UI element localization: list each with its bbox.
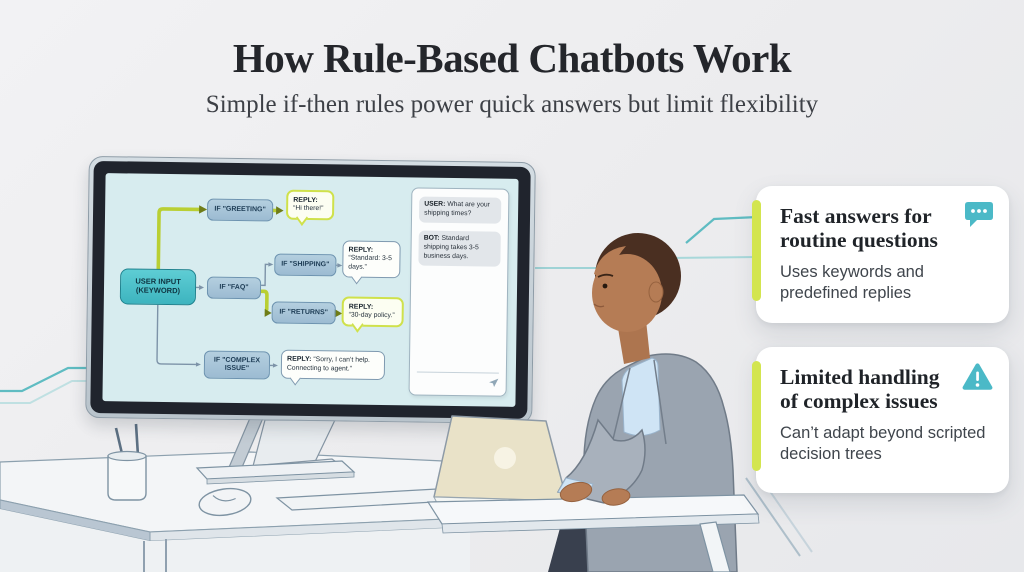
card-title: Limited handling of complex issues — [780, 365, 940, 414]
header: How Rule-Based Chatbots Work Simple if-t… — [0, 34, 1024, 119]
card-body: Can’t adapt beyond scripted decision tre… — [780, 423, 986, 463]
flow-node-if-shipping: IF "SHIPPING" — [274, 253, 337, 277]
page-subtitle: Simple if-then rules power quick answers… — [205, 91, 819, 118]
desk-leg — [699, 521, 731, 572]
reply-text: “30-day policy.” — [348, 311, 395, 320]
cuff — [557, 477, 594, 500]
reply-label: REPLY: — [286, 355, 312, 364]
chair — [599, 524, 727, 572]
hand-left — [559, 481, 593, 503]
sleeve — [556, 418, 646, 504]
reply-bubble-complex: REPLY: “Sorry, I can’t help. Connecting … — [280, 349, 386, 380]
card-fast-answers: Fast answers for routine questions Uses … — [752, 186, 1009, 323]
flow-connectors — [156, 205, 343, 368]
flow-node-if-greeting: IF "GREETING" — [206, 198, 274, 222]
face — [592, 254, 662, 332]
neck — [618, 320, 650, 364]
card-body: Uses keywords and predefined replies — [780, 262, 924, 302]
shirt — [621, 357, 661, 436]
flow-node-if-complex-issue: IF "COMPLEX ISSUE" — [203, 350, 271, 380]
chat-message-bot: BOT: Standard shipping takes 3-5 busines… — [418, 230, 501, 267]
hand-right — [601, 488, 631, 506]
chat-message-user: USER: What are your shipping times? — [418, 196, 502, 224]
page-title: How Rule-Based Chatbots Work — [232, 35, 792, 81]
trousers — [548, 513, 690, 572]
laptop-logo-icon — [494, 447, 516, 469]
hair — [595, 233, 681, 319]
chat-input[interactable] — [416, 371, 499, 391]
keyboard — [195, 460, 356, 480]
ear-icon — [648, 281, 664, 303]
chat-bot-label: BOT: — [423, 234, 440, 242]
circuit-line-left-2 — [0, 380, 92, 404]
circuit-line-right-2 — [667, 256, 759, 259]
card-limited-handling: Limited handling of complex issues Can’t… — [752, 347, 1009, 493]
keyboard-edge — [206, 471, 355, 485]
desk-pad — [275, 487, 472, 511]
chat-panel: USER: What are your shipping times? BOT:… — [408, 187, 510, 397]
reply-label: REPLY: — [293, 196, 318, 205]
card-title: Fast answers for routine questions — [780, 204, 938, 253]
flow-node-if-faq: IF "FAQ" — [206, 276, 262, 300]
person — [548, 233, 738, 572]
chat-bubble-icon — [964, 201, 994, 229]
flow-node-if-returns: IF "RETURNS" — [271, 301, 336, 325]
laptop-lid — [433, 415, 568, 502]
warning-icon — [961, 362, 994, 391]
lapels — [609, 359, 667, 453]
laptop-deck — [433, 496, 641, 512]
circuit-line-right-1 — [685, 215, 759, 244]
mouse — [198, 487, 252, 517]
circuit-line-left-1 — [0, 366, 92, 393]
chat-user-label: USER: — [424, 200, 446, 208]
monitor-screen: USER INPUT (KEYWORD) IF "GREETING" IF "F… — [102, 173, 519, 407]
arm-and-hands — [556, 418, 646, 506]
reply-bubble-greeting: REPLY: “Hi there!” — [285, 189, 335, 221]
desk — [0, 451, 471, 572]
side-desk — [426, 494, 760, 572]
pencil-cup — [107, 423, 147, 501]
send-icon[interactable] — [489, 377, 499, 387]
monitor: USER INPUT (KEYWORD) IF "GREETING" IF "F… — [85, 155, 536, 425]
monitor-bezel: USER INPUT (KEYWORD) IF "GREETING" IF "F… — [90, 160, 531, 420]
flow-node-user-input: USER INPUT (KEYWORD) — [119, 268, 197, 306]
forehead — [594, 246, 626, 282]
reply-bubble-shipping: REPLY: “Standard: 3-5 days.” — [342, 240, 401, 279]
blazer — [583, 353, 738, 572]
laptop — [433, 415, 641, 512]
eyebrow — [597, 273, 614, 278]
reply-text: “Hi there!” — [293, 204, 324, 213]
lips — [593, 303, 605, 308]
reply-bubble-returns: REPLY: “30-day policy.” — [341, 296, 404, 328]
monitor-stand — [226, 417, 349, 480]
eye — [602, 283, 608, 289]
reply-text: “Standard: 3-5 days.” — [348, 254, 392, 271]
